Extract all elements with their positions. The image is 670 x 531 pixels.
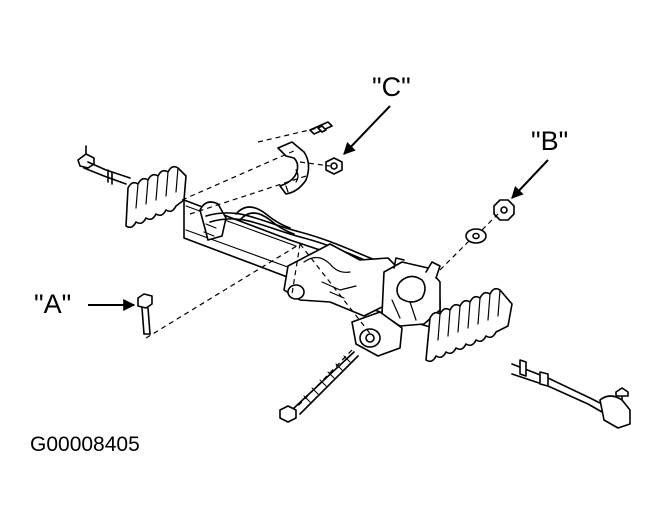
- arrow-b: [511, 159, 549, 199]
- through-bolt: [279, 351, 359, 423]
- right-tie-rod-end: [511, 359, 631, 429]
- callout-label-c: "C": [372, 72, 411, 102]
- left-boot: [125, 165, 187, 229]
- arrow-c: [343, 105, 391, 155]
- hydraulic-lines: [205, 206, 415, 283]
- callout-label-b: "B": [531, 126, 569, 156]
- nut-c: [325, 157, 343, 175]
- left-tie-rod-end: [77, 145, 131, 185]
- assembly-guide-lines: [145, 127, 499, 409]
- figure-id: G00008405: [30, 433, 140, 456]
- callout-label-a: "A": [34, 289, 72, 319]
- bracket-bolt: [309, 121, 333, 135]
- nut-b: [493, 199, 515, 221]
- callout-arrows: [88, 105, 549, 311]
- clamp-bracket: [277, 141, 310, 195]
- right-boot: [425, 287, 513, 363]
- pinion-valve-assembly: [375, 257, 441, 327]
- washer-b: [465, 228, 487, 244]
- lower-mount-boss: [351, 311, 403, 357]
- bolt-a: [137, 293, 153, 335]
